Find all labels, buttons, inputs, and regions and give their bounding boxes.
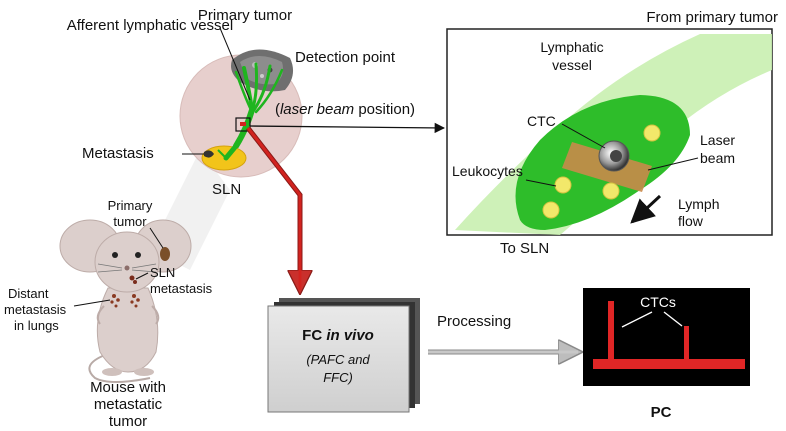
- lymph-flow-label-2: flow: [678, 213, 704, 229]
- mouse-sln-label-1: SLN: [150, 265, 175, 280]
- mouse-distant-label-3: in lungs: [14, 318, 59, 333]
- lymph-flow-arrow: [630, 194, 662, 224]
- fc-subtitle-2: FFC): [323, 370, 353, 385]
- pc-label: PC: [651, 404, 672, 421]
- mouse-distant-label-1: Distant: [8, 286, 49, 301]
- afferent-vessel-text: Afferent lymphatic vessel: [67, 17, 233, 34]
- lymph-flow-label-1: Lymph: [678, 196, 720, 212]
- mouse-caption-2: metastatic: [94, 396, 163, 413]
- mouse-caption-3: tumor: [109, 413, 147, 430]
- metastasis-label: Metastasis: [82, 145, 154, 162]
- mouse-distant-label-2: metastasis: [4, 302, 67, 317]
- laser-position-suffix: position: [358, 101, 410, 118]
- zoom-circle: [179, 49, 303, 178]
- mouse-primary-label-1: Primary: [108, 198, 153, 213]
- detection-point-label: Detection point: [295, 49, 396, 66]
- laser-position-label: (laser beam position): [275, 101, 415, 118]
- detection-box: [235, 117, 251, 132]
- pc-panel: [583, 288, 750, 386]
- inset-vessel-label-1: Lymphatic: [540, 39, 603, 55]
- inset-vessel-label-2: vessel: [552, 57, 592, 73]
- afferent-vessel-label: Afferent lymphatic vessel: [67, 17, 233, 34]
- fc-title: FC in vivo: [302, 327, 374, 344]
- fc-box: [267, 298, 420, 413]
- afferent-vessels: [233, 62, 284, 149]
- leukocyte-icon: [542, 124, 661, 219]
- processing-label: Processing: [437, 313, 511, 330]
- primary-tumor-label: Primary tumor: [198, 7, 292, 24]
- to-sln-label: To SLN: [500, 240, 549, 257]
- metastasis-spot: [204, 150, 214, 158]
- zoom-arrow: [249, 122, 446, 134]
- ctc-peak-short: [684, 326, 689, 361]
- laser-beam-label-1: Laser: [700, 132, 735, 148]
- inset-panel: [446, 28, 773, 236]
- laser-position-italic: laser beam: [280, 101, 354, 118]
- laser-beam-label-2: beam: [700, 150, 735, 166]
- mouse-icon: [59, 219, 192, 383]
- mouse-primary-label-2: tumor: [113, 214, 147, 229]
- mouse-sln-label-2: metastasis: [150, 281, 213, 296]
- fc-title-italic: in vivo: [326, 327, 374, 344]
- ctcs-label: CTCs: [640, 294, 676, 310]
- ear-tumor: [160, 247, 170, 261]
- mouse-caption-1: Mouse with: [90, 379, 166, 396]
- from-tumor-label: From primary tumor: [646, 9, 778, 26]
- sln-label: SLN: [212, 181, 241, 198]
- ctc-label: CTC: [527, 113, 556, 129]
- fc-title-prefix: FC: [302, 327, 326, 344]
- leukocytes-label: Leukocytes: [452, 163, 523, 179]
- fc-subtitle-1: (PAFC and: [306, 352, 370, 367]
- ctc-peak-tall: [608, 301, 614, 361]
